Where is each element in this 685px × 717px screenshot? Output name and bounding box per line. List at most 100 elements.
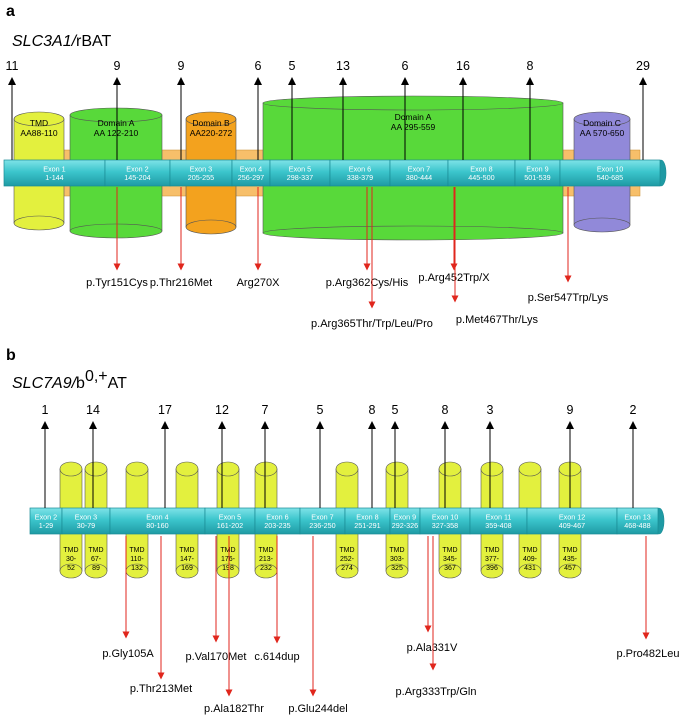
- panel-b-tmd-range-end-5: 198: [222, 565, 234, 572]
- panel-b-tmd-range-end-12: 457: [564, 565, 576, 572]
- panel-b-gene-superscript: 0,+: [85, 368, 108, 385]
- panel-b-tmd-label-1: TMD: [63, 547, 78, 554]
- panel-b-count-10: 3: [487, 403, 494, 417]
- panel-b-exon-12-label: Exon 13: [624, 513, 650, 522]
- panel-a-count-5: 5: [289, 59, 296, 73]
- panel-a-exon-1-range: 1-144: [45, 173, 63, 182]
- panel-b-tmd-label-9: TMD: [442, 547, 457, 554]
- panel-a-domain-range-domB: AA220-272: [190, 128, 233, 138]
- panel-b-exon-9-label: Exon 10: [432, 513, 458, 522]
- panel-a-mutation-2: p.Thr216Met: [150, 277, 212, 289]
- panel-b-tmd-range-start-9: 345-: [443, 556, 458, 563]
- panel-a-exon-5-range: 298-337: [287, 173, 313, 182]
- panel-b-exon-4-label: Exon 5: [219, 513, 241, 522]
- panel-b-exon-9-range: 327-358: [432, 521, 458, 530]
- panel-b-exon-4-range: 161-202: [217, 521, 243, 530]
- panel-b-exon-6-label: Exon 7: [311, 513, 333, 522]
- panel-b-tmd-range-end-7: 274: [341, 565, 353, 572]
- panel-a-domain-range-tmd: AA88-110: [20, 128, 57, 138]
- panel-b-count-2: 14: [86, 403, 100, 417]
- panel-b-tmd-label-2: TMD: [88, 547, 103, 554]
- panel-b-tmd-label-8: TMD: [389, 547, 404, 554]
- panel-b-count-4: 12: [215, 403, 229, 417]
- panel-b-mutation-2: p.Thr213Met: [130, 683, 192, 695]
- panel-b-gene-protein: b: [76, 375, 85, 392]
- panel-b-exon-3-label: Exon 4: [146, 513, 168, 522]
- panel-a-exon-8-range: 445-500: [468, 173, 494, 182]
- panel-b-exon-5-label: Exon 6: [266, 513, 288, 522]
- panel-a-exon-5-label: Exon 5: [289, 165, 311, 174]
- panel-b-diagram: TMD30-52TMD67-89TMD110-132TMD147-169TMD1…: [29, 403, 680, 715]
- panel-b-count-9: 8: [442, 403, 449, 417]
- panel-a-mutation-7: p.Arg365Thr/Trp/Leu/Pro: [311, 318, 433, 330]
- panel-b-tmd-range-end-10: 396: [486, 565, 498, 572]
- panel-a-exon-8-label: Exon 8: [470, 165, 492, 174]
- panel-a-gene-name: SLC3A1/: [12, 33, 78, 50]
- panel-a-count-1: 11: [6, 59, 19, 73]
- panel-a-exon-4-range: 256-297: [238, 173, 264, 182]
- panel-b-count-6: 5: [317, 403, 324, 417]
- panel-a-gene-protein: rBAT: [76, 33, 111, 50]
- panel-b-tmd-range-start-4: 147-: [180, 556, 195, 563]
- panel-b-gene-name: SLC7A9/: [12, 375, 78, 392]
- panel-a-count-3: 9: [178, 59, 185, 73]
- panel-b-gene-tail: AT: [108, 375, 127, 392]
- panel-a-exon-4-label: Exon 4: [240, 165, 262, 174]
- panel-b-count-5: 7: [262, 403, 269, 417]
- panel-a-exon-9-range: 501-539: [524, 173, 550, 182]
- panel-b-tmd-range-start-10: 377-: [485, 556, 500, 563]
- panel-b-tmd-range-start-2: 67-: [91, 556, 102, 563]
- panel-a-exon-7-range: 380-444: [406, 173, 432, 182]
- panel-a-mutation-8: p.Met467Thr/Lys: [456, 314, 539, 326]
- panel-b-exon-1-range: 1-29: [39, 521, 53, 530]
- panel-b-tmd-range-end-8: 325: [391, 565, 403, 572]
- panel-a-count-4: 6: [255, 59, 262, 73]
- panel-a-exon-2-label: Exon 2: [126, 165, 148, 174]
- panel-b-mutation-5: p.Ala182Thr: [204, 703, 264, 715]
- panel-a-count-10: 29: [636, 59, 650, 73]
- panel-a-domain-label-domA1: Domain A: [98, 118, 135, 128]
- panel-b-count-1: 1: [42, 403, 49, 417]
- panel-b-tmd-label-4: TMD: [179, 547, 194, 554]
- panel-b-tmd-label-3: TMD: [129, 547, 144, 554]
- panel-b-tmd-label-7: TMD: [339, 547, 354, 554]
- panel-a-exon-1-label: Exon 1: [43, 165, 65, 174]
- panel-b-mutation-1: p.Gly105A: [102, 648, 154, 660]
- panel-a-domain-label-tmd: TMD: [30, 118, 48, 128]
- panel-b-tmd-label-5: TMD: [220, 547, 235, 554]
- panel-a-domain-range-domA1: AA 122-210: [94, 128, 139, 138]
- panel-b-tmd-range-end-9: 367: [444, 565, 456, 572]
- panel-b-exon-11-label: Exon 12: [559, 513, 585, 522]
- panel-b-tmd-label-6: TMD: [258, 547, 273, 554]
- panel-b-tmd-range-end-4: 169: [181, 565, 193, 572]
- panel-b-mutation-6: p.Glu244del: [288, 703, 347, 715]
- panel-a-letter: a: [6, 3, 15, 20]
- panel-b-exon-1: Exon 21-29: [29, 507, 63, 535]
- panel-b-exon-8-label: Exon 9: [394, 513, 416, 522]
- panel-b-tmd-range-start-6: 213-: [259, 556, 274, 563]
- panel-a-domain-label-domA2: Domain A: [395, 112, 432, 122]
- panel-a-exon-6-label: Exon 6: [349, 165, 371, 174]
- panel-a-gene-title: SLC3A1/rBAT: [12, 33, 112, 50]
- panel-a-exon-6-range: 338-379: [347, 173, 373, 182]
- panel-b-tmd-label-11: TMD: [522, 547, 537, 554]
- panel-b-gene-title: SLC7A9/b0,+AT: [12, 368, 127, 392]
- panel-a-mutation-4: p.Arg362Cys/His: [326, 277, 409, 289]
- panel-b-exon-12-range: 468-488: [624, 521, 650, 530]
- panel-a-mutation-6: p.Ser547Trp/Lys: [528, 292, 609, 304]
- panel-b-exon-11-range: 409-467: [559, 521, 585, 530]
- panel-a-domain-label-domB: Domain B: [192, 118, 230, 128]
- panel-b-exon-5-range: 203-235: [264, 521, 290, 530]
- panel-b-exon-1-label: Exon 2: [35, 513, 57, 522]
- panel-b-count-3: 17: [158, 403, 172, 417]
- panel-b-exon-3-range: 80-160: [146, 521, 168, 530]
- panel-b-letter: b: [6, 347, 16, 364]
